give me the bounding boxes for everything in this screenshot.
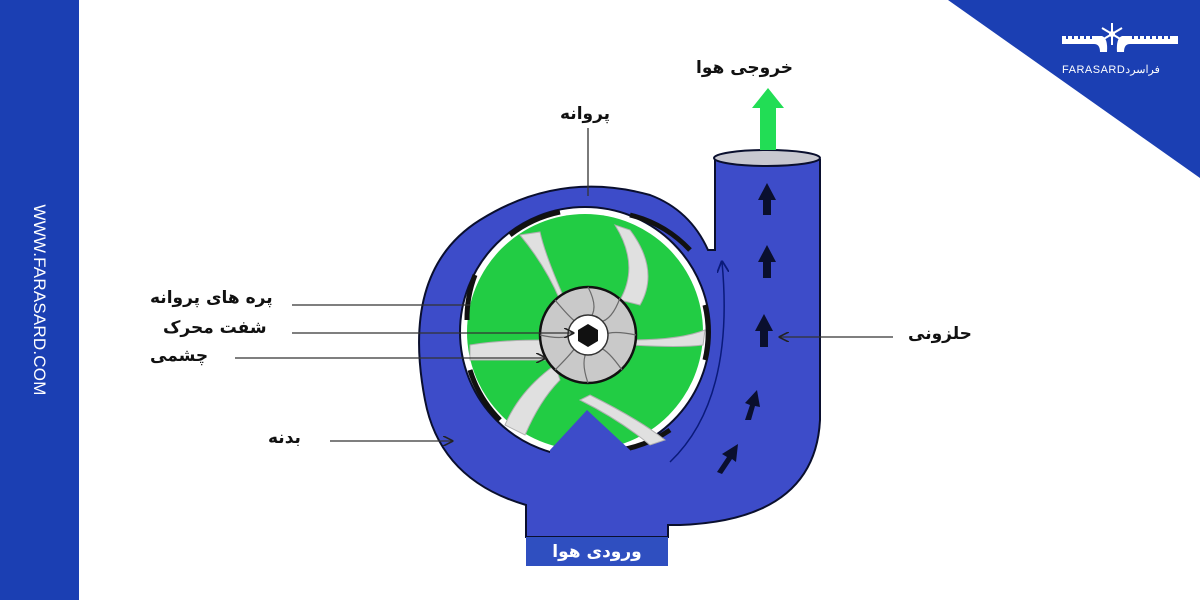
snowflake-gears-icon bbox=[1062, 23, 1178, 52]
flow-arrows bbox=[717, 183, 776, 474]
side-brand-bar: WWW.FARASARD.COM bbox=[0, 0, 79, 600]
label-eye: چشمی bbox=[150, 346, 209, 366]
logo-wordmark: FARASARDفراسرد bbox=[1062, 64, 1160, 76]
label-outlet: خروجی هوا bbox=[696, 58, 794, 78]
outlet-arrow-icon bbox=[752, 88, 784, 150]
hexagonal-shaft bbox=[578, 324, 598, 347]
label-inlet: ورودی هوا bbox=[526, 537, 668, 566]
label-impeller: پروانه bbox=[560, 104, 611, 124]
label-motor-shaft: شفت محرک bbox=[163, 318, 267, 338]
label-impeller-blades: پره های پروانه bbox=[150, 288, 273, 308]
label-housing: بدنه bbox=[268, 428, 301, 448]
label-volute: حلزونی bbox=[908, 324, 972, 344]
corner-brand-triangle bbox=[948, 0, 1200, 178]
